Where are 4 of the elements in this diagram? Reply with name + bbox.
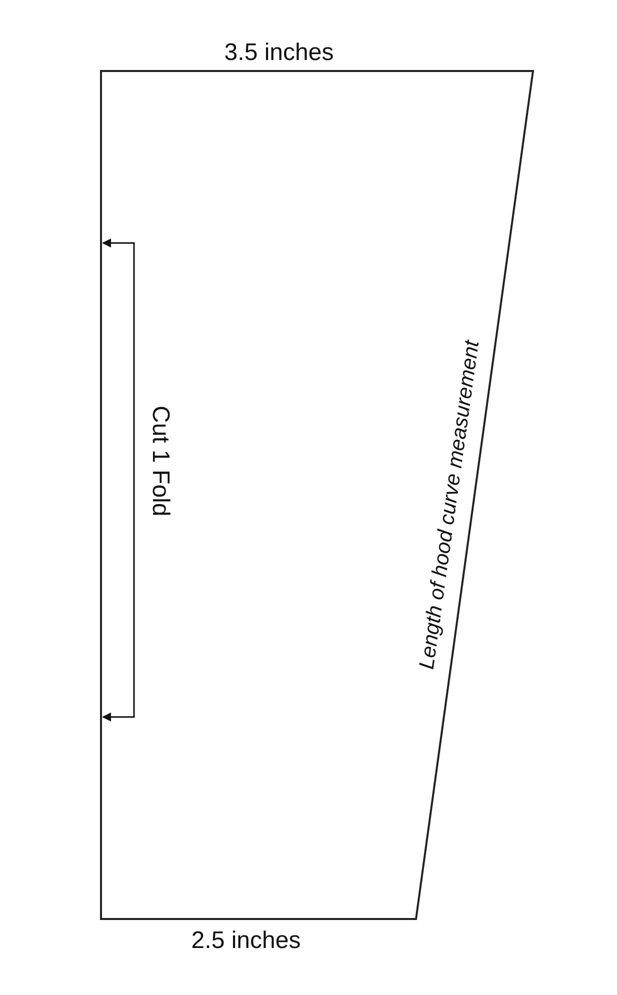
edge-measurement-note: Length of hood curve measurement [415, 339, 485, 671]
cutting-instruction: Cut 1 Fold [146, 406, 174, 516]
dimension-label: 2.5 inches [191, 927, 301, 955]
dimension-label: 3.5 inches [224, 39, 334, 67]
